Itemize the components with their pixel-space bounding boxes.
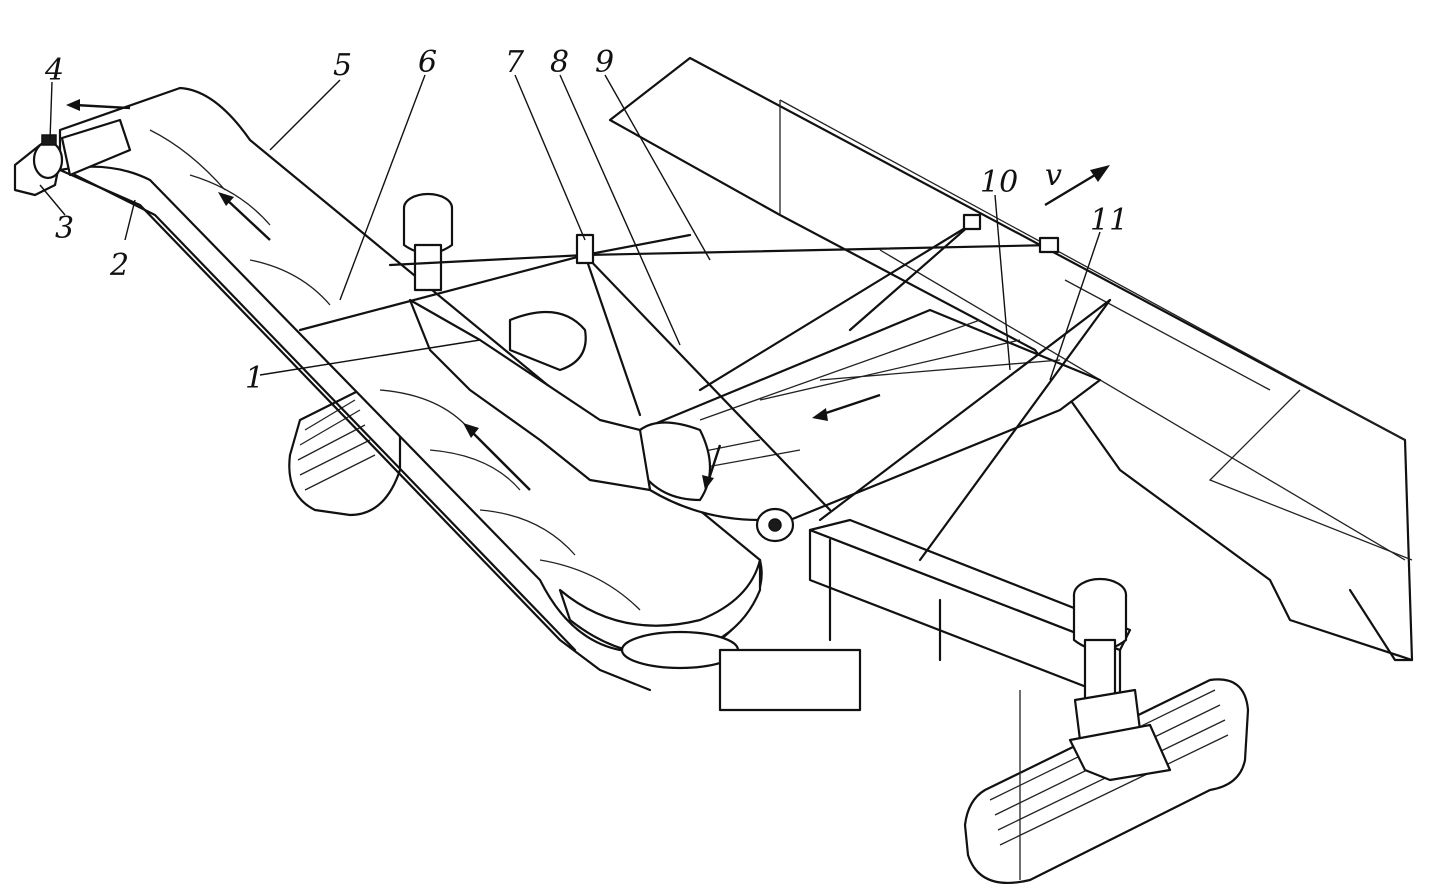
- callout-10: 10: [980, 165, 1018, 200]
- lift-cylinder-left: [402, 192, 454, 292]
- callout-1: 1: [245, 361, 264, 396]
- callout-leaders: [39, 74, 1101, 381]
- callout-5: 5: [333, 48, 352, 83]
- callout-labels: 1 2 3 4 5 6 7 8 9 10 11: [44, 45, 1128, 396]
- travel-direction-label: v: [1045, 158, 1062, 193]
- callout-7: 7: [505, 45, 525, 80]
- flow-arrows: [66, 99, 881, 491]
- callout-11: 11: [1090, 203, 1128, 238]
- tie-rod-bracing: [298, 213, 1112, 562]
- callout-3: 3: [55, 211, 74, 246]
- callout-8: 8: [550, 45, 569, 80]
- discharge-conveyor-belt: [58, 86, 763, 692]
- callout-2: 2: [109, 248, 129, 283]
- callout-6: 6: [418, 45, 437, 80]
- callout-9: 9: [595, 45, 614, 80]
- callout-4: 4: [44, 53, 64, 88]
- lift-cylinder-right: [1068, 577, 1172, 782]
- travel-direction-arrow: v: [1044, 158, 1110, 207]
- blade-hopper: [608, 56, 1414, 662]
